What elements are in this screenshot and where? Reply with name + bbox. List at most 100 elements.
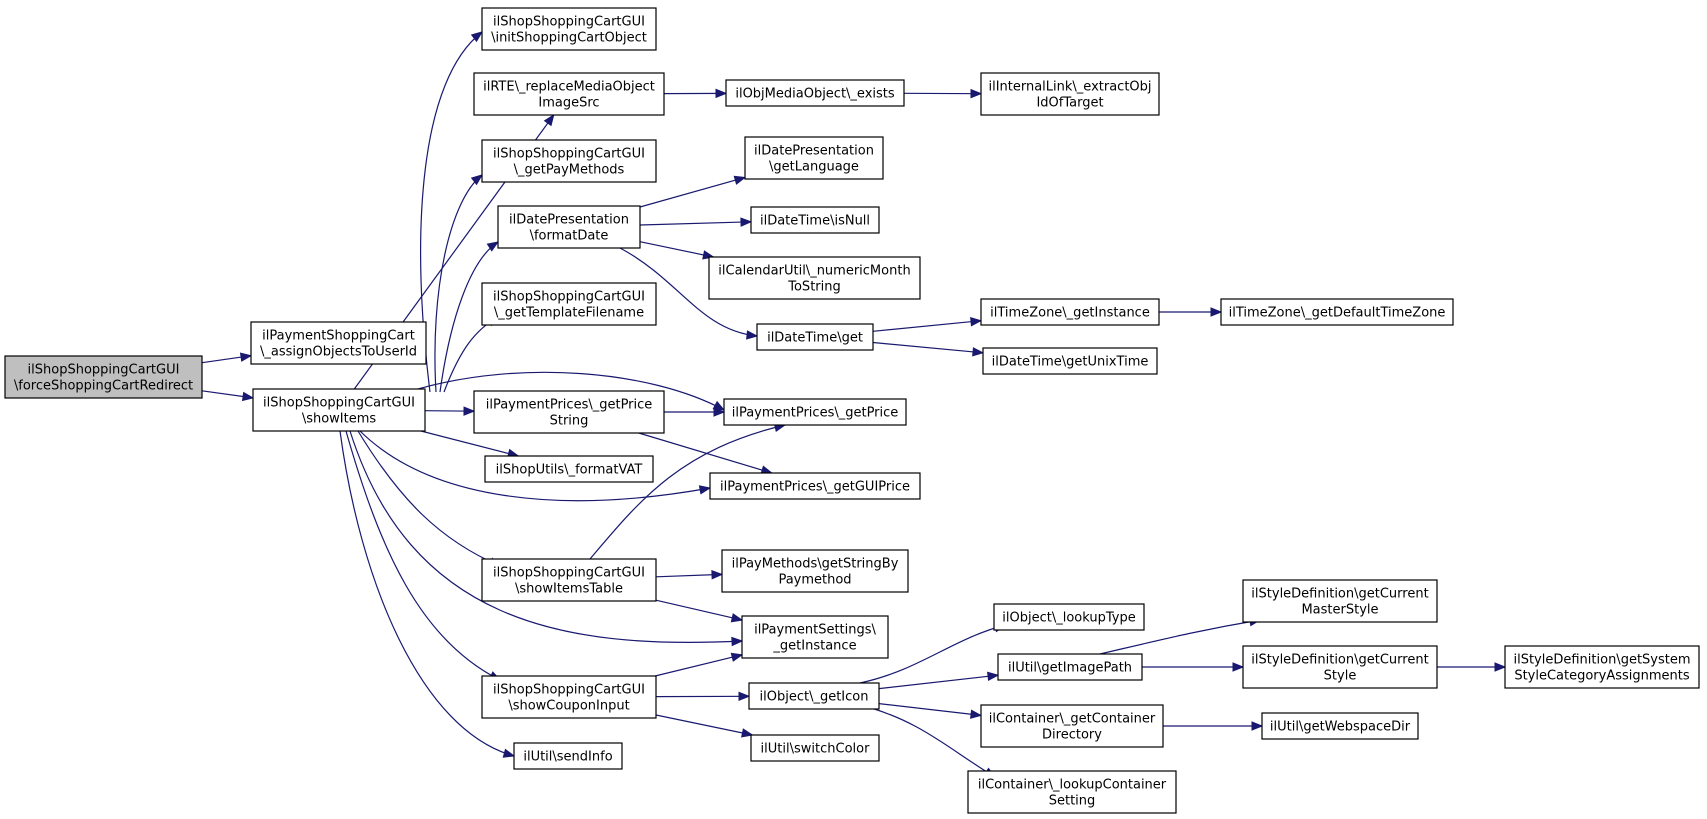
edge-formatDate-to-numericMonth xyxy=(639,241,715,260)
node-tzDefault[interactable]: ilTimeZone\_getDefaultTimeZone xyxy=(1220,298,1454,326)
node-label-line: ilObjMediaObject\_exists xyxy=(735,87,895,102)
node-label-line: ilShopUtils\_formatVAT xyxy=(496,463,643,478)
node-sendInfo[interactable]: ilUtil\sendInfo xyxy=(513,742,623,770)
node-box xyxy=(481,282,657,326)
edge-root-to-showItems xyxy=(201,390,255,402)
edge-formatDate-to-getLanguage xyxy=(639,175,747,208)
node-box xyxy=(252,388,426,432)
node-mobExists[interactable]: ilObjMediaObject\_exists xyxy=(725,79,905,107)
node-box xyxy=(967,770,1177,814)
node-box xyxy=(748,682,880,710)
node-box xyxy=(1504,645,1700,689)
node-isNull[interactable]: ilDateTime\isNull xyxy=(750,206,880,234)
node-box xyxy=(1242,579,1438,623)
node-assign[interactable]: ilPaymentShoppingCart\_assignObjectsToUs… xyxy=(250,321,427,365)
node-sysStyle[interactable]: ilStyleDefinition\getSystemStyleCategory… xyxy=(1504,645,1700,689)
edges-layer xyxy=(201,31,1507,778)
node-label-line: ilStyleDefinition\getCurrent xyxy=(1251,653,1428,668)
node-label-line: ilUtil\getWebspaceDir xyxy=(1270,720,1411,735)
node-box xyxy=(481,7,657,51)
node-getPrice[interactable]: ilPaymentPrices\_getPrice xyxy=(723,398,907,426)
node-box xyxy=(997,653,1143,681)
node-box xyxy=(725,79,905,107)
node-label-line: ilTimeZone\_getDefaultTimeZone xyxy=(1229,306,1446,321)
edge-imagePath-to-currentStyle xyxy=(1142,662,1245,672)
node-tzGetInstance[interactable]: ilTimeZone\_getInstance xyxy=(980,298,1160,326)
node-label-line: \getLanguage xyxy=(769,160,859,175)
edge-rte-to-mobExists xyxy=(663,88,728,99)
edge-currentStyle-to-sysStyle xyxy=(1437,662,1507,672)
node-label-line: ilShopShoppingCartGUI xyxy=(493,147,645,162)
node-root[interactable]: ilShopShoppingCartGUI\forceShoppingCartR… xyxy=(4,355,203,399)
nodes-layer: ilShopShoppingCartGUI\forceShoppingCartR… xyxy=(4,7,1700,814)
edge-dtGet-to-tzGetInstance xyxy=(872,317,983,332)
node-label-line: ilCalendarUtil\_numericMonth xyxy=(718,264,910,279)
node-unixTime[interactable]: ilDateTime\getUnixTime xyxy=(982,347,1158,375)
node-label-line: ilPaymentShoppingCart xyxy=(262,329,415,344)
node-label-line: \initShoppingCartObject xyxy=(491,31,647,46)
node-label-line: \showItems xyxy=(302,412,377,427)
node-label-line: ilTimeZone\_getInstance xyxy=(990,306,1150,321)
node-box xyxy=(4,355,203,399)
node-label-line: ilContainer\_getContainer xyxy=(989,712,1156,727)
node-box xyxy=(513,742,623,770)
edge-tzGetInstance-to-tzDefault xyxy=(1159,307,1223,317)
edge-root-to-assign xyxy=(201,352,253,364)
node-label-line: ilShopShoppingCartGUI xyxy=(493,15,645,30)
node-box xyxy=(980,298,1160,326)
node-label-line: _getInstance xyxy=(772,639,856,654)
node-getGUIPrice[interactable]: ilPaymentPrices\_getGUIPrice xyxy=(709,472,921,500)
node-label-line: ilDateTime\isNull xyxy=(760,214,870,229)
node-box xyxy=(744,136,884,180)
edge-formatDate-to-isNull xyxy=(639,217,753,227)
node-imagePath[interactable]: ilUtil\getImagePath xyxy=(997,653,1143,681)
node-formatVAT[interactable]: ilShopUtils\_formatVAT xyxy=(484,455,654,483)
edge-containerDir-to-webspaceDir xyxy=(1163,721,1264,731)
node-box xyxy=(721,549,909,593)
node-settingsInstance[interactable]: ilPaymentSettings\_getInstance xyxy=(741,615,889,659)
node-lookupType[interactable]: ilObject\_lookupType xyxy=(993,603,1145,631)
edge-showItemsTable-to-settingsInstance xyxy=(655,599,744,623)
node-webspaceDir[interactable]: ilUtil\getWebspaceDir xyxy=(1261,712,1419,740)
node-formatDate[interactable]: ilDatePresentation\formatDate xyxy=(497,205,641,249)
node-dtGet[interactable]: ilDateTime\get xyxy=(756,323,874,351)
edge-showItems-to-formatDate xyxy=(439,241,500,393)
node-label-line: IdOfTarget xyxy=(1036,96,1103,111)
node-getIcon[interactable]: ilObject\_getIcon xyxy=(748,682,880,710)
node-label-line: ilStyleDefinition\getCurrent xyxy=(1251,587,1428,602)
node-getLanguage[interactable]: ilDatePresentation\getLanguage xyxy=(744,136,884,180)
node-switchColor[interactable]: ilUtil\switchColor xyxy=(750,734,880,762)
edge-showCoupon-to-switchColor xyxy=(655,714,754,738)
edge-showItems-to-getPriceString xyxy=(424,406,476,416)
node-label-line: \showCouponInput xyxy=(508,699,629,714)
node-label-line: \forceShoppingCartRedirect xyxy=(14,379,193,394)
node-box xyxy=(1242,645,1438,689)
node-box xyxy=(481,558,657,602)
node-box xyxy=(980,704,1164,748)
node-label-line: ilShopShoppingCartGUI xyxy=(493,290,645,305)
node-label-line: ilStyleDefinition\getSystem xyxy=(1513,653,1690,668)
node-box xyxy=(993,603,1145,631)
node-getTemplate[interactable]: ilShopShoppingCartGUI\_getTemplateFilena… xyxy=(481,282,657,326)
edge-mobExists-to-internalLink xyxy=(903,88,983,99)
node-showCoupon[interactable]: ilShopShoppingCartGUI\showCouponInput xyxy=(481,675,657,719)
node-label-line: Setting xyxy=(1049,794,1096,809)
edge-showItems-to-settingsInstance xyxy=(349,430,744,647)
node-showItems[interactable]: ilShopShoppingCartGUI\showItems xyxy=(252,388,426,432)
node-showItemsTable[interactable]: ilShopShoppingCartGUI\showItemsTable xyxy=(481,558,657,602)
node-initSC[interactable]: ilShopShoppingCartGUI\initShoppingCartOb… xyxy=(481,7,657,51)
edge-formatDate-to-dtGet xyxy=(619,247,759,340)
node-getPayMethods[interactable]: ilShopShoppingCartGUI\_getPayMethods xyxy=(481,139,657,183)
node-label-line: ilShopShoppingCartGUI xyxy=(28,363,180,378)
edge-getIcon-to-containerDir xyxy=(878,703,983,719)
node-box xyxy=(723,398,907,426)
